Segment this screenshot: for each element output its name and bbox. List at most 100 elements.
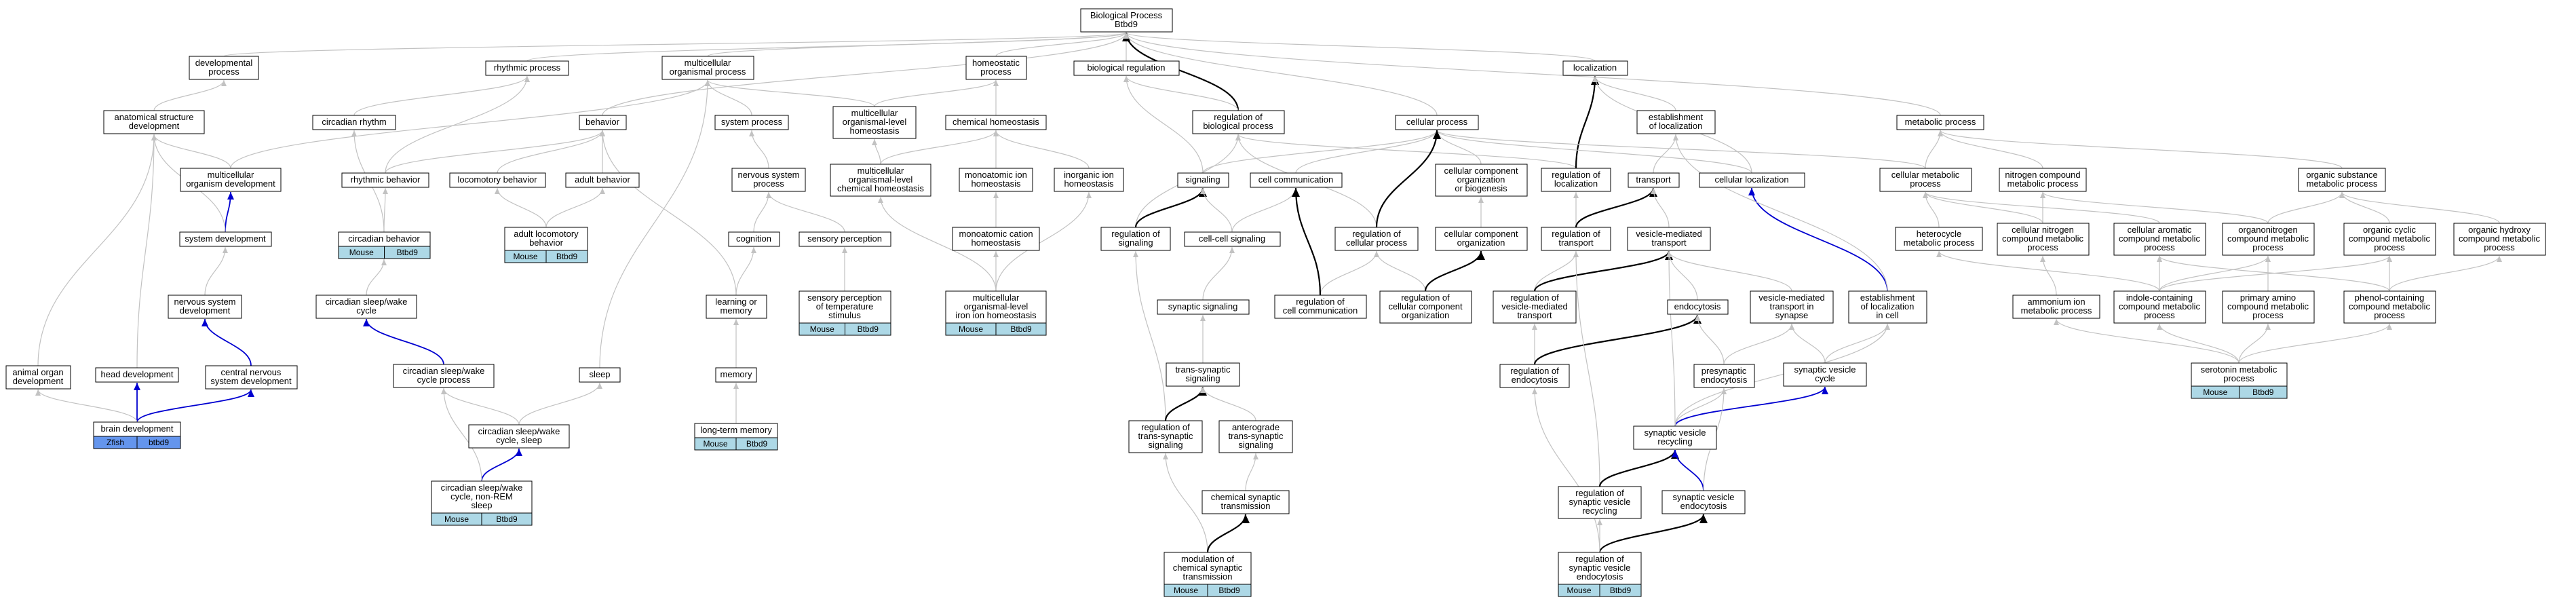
go-term-node[interactable]: rhythmic process — [485, 60, 569, 76]
go-term-node[interactable]: cellular process — [1395, 115, 1479, 130]
go-term-node[interactable]: transport — [1628, 172, 1680, 188]
is-a-edge — [1651, 187, 1670, 228]
go-term-node[interactable]: locomotory behavior — [449, 172, 546, 188]
go-term-node[interactable]: metabolic process — [1896, 115, 1984, 130]
go-term-node[interactable]: chemical homeostasis — [945, 115, 1047, 130]
go-term-node[interactable]: cell-cell signaling — [1184, 231, 1281, 247]
go-term-node[interactable]: sleep — [579, 367, 621, 383]
go-term-node[interactable]: synaptic signaling — [1157, 299, 1250, 315]
go-term-node[interactable]: adult behavior — [565, 172, 640, 188]
gene-cell — [995, 322, 1047, 336]
go-term-node[interactable]: cellular localization — [1699, 172, 1805, 188]
go-term-node[interactable]: rhythmic behavior — [341, 172, 429, 188]
go-term-node[interactable]: memory — [715, 367, 757, 383]
go-term-node[interactable]: sensory perception — [799, 231, 891, 247]
is-a-edge — [385, 75, 530, 174]
go-term-node[interactable]: head development — [95, 367, 179, 383]
is-a-edge — [705, 79, 752, 116]
go-term-node[interactable]: circadian rhythm — [312, 115, 396, 130]
go-term-node[interactable]: system development — [179, 231, 272, 247]
go-term-node[interactable]: signaling — [1177, 172, 1229, 188]
go-term-node[interactable]: endocytosis — [1667, 299, 1729, 315]
go-term-node[interactable]: localization — [1562, 60, 1628, 76]
go-term-node[interactable]: system process — [714, 115, 789, 130]
go-term-node[interactable]: behavior — [579, 115, 627, 130]
go-term-node[interactable]: cognition — [728, 231, 780, 247]
go-term-node[interactable]: cell communication — [1250, 172, 1343, 188]
node-label: cell communication — [1258, 174, 1334, 185]
go-term-node[interactable]: biological regulation — [1073, 60, 1180, 76]
node-box — [579, 115, 627, 130]
part-of-edge — [481, 448, 522, 482]
node-label: system development — [185, 233, 266, 244]
